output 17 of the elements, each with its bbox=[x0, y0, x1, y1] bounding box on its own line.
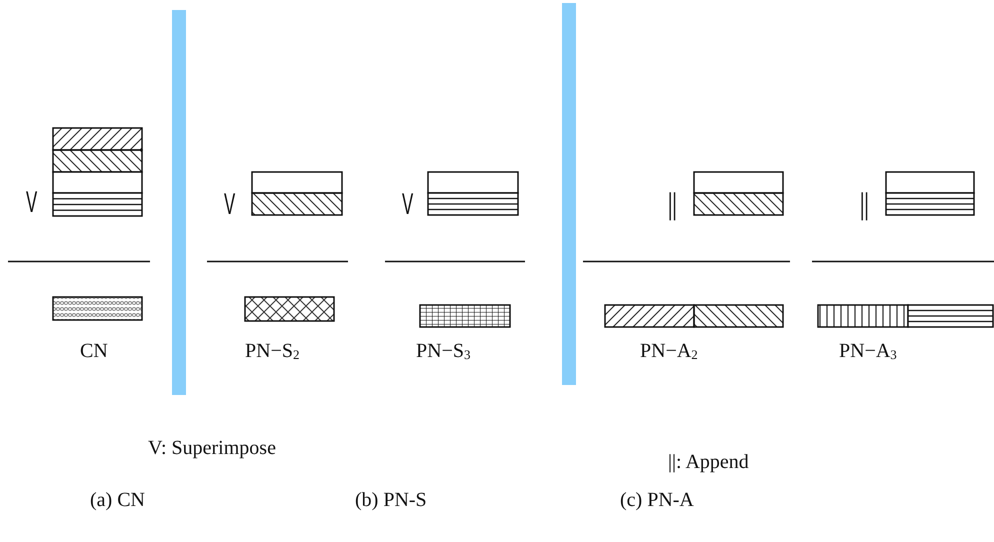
block-label: PN−S$_{3}$ bbox=[416, 341, 470, 361]
operator-symbol: || bbox=[860, 190, 869, 220]
panel-caption: (a) CN bbox=[90, 490, 145, 510]
block-label: CN bbox=[80, 341, 108, 361]
operator-symbol: V bbox=[26, 188, 38, 218]
block-label: PN−A$_{3}$ bbox=[839, 341, 897, 361]
block-label: PN−A$_{2}$ bbox=[640, 341, 698, 361]
separator-bar bbox=[172, 10, 186, 395]
panel-caption: (b) PN-S bbox=[355, 490, 427, 510]
separator-bar bbox=[562, 3, 576, 385]
operator-symbol: V bbox=[224, 190, 236, 220]
block-label: PN−S$_{2}$ bbox=[245, 341, 300, 361]
operator-symbol: V bbox=[402, 190, 414, 220]
legend-note: V: Superimpose bbox=[148, 438, 276, 458]
operator-symbol: || bbox=[668, 190, 677, 220]
panel-caption: (c) PN-A bbox=[620, 490, 694, 510]
legend-note: ||: Append bbox=[668, 452, 749, 472]
